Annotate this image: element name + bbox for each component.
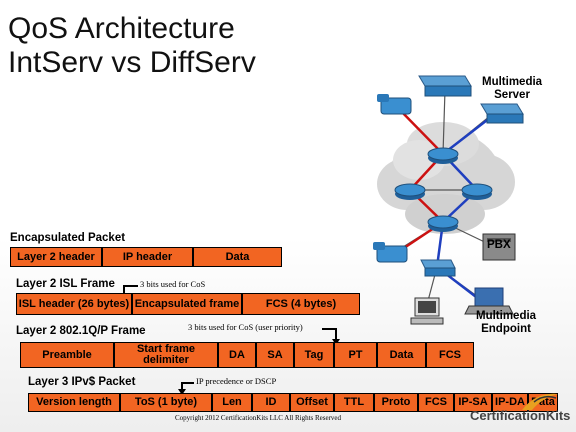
field-version-length: Version length [28, 393, 120, 412]
isl-cos-note: 3 bits used for CoS [140, 279, 206, 289]
copyright-text: Copyright 2012 CertificationKits LLC All… [175, 414, 342, 422]
field-ipv4-data: Data [528, 393, 558, 412]
certificationkits-logo-text: CertificationKits [470, 408, 571, 423]
field-offset: Offset [290, 393, 334, 412]
title-line-1: QoS Architecture [8, 12, 235, 45]
ip-phone-icon-top [377, 94, 412, 115]
dot1q-frame-label: Layer 2 802.1Q/P Frame [16, 325, 146, 337]
field-pt: PT [334, 342, 377, 368]
router-icon-right [461, 183, 493, 200]
encapsulated-packet-label: Encapsulated Packet [10, 232, 126, 244]
field-ip-sa: IP-SA [454, 393, 492, 412]
isl-frame-row: ISL header (26 bytes) Encapsulated frame… [16, 293, 360, 315]
field-ipv4-fcs: FCS [418, 393, 454, 412]
isl-frame-label: Layer 2 ISL Frame [16, 278, 115, 290]
field-layer2-header: Layer 2 header [10, 247, 102, 267]
multimedia-endpoint-label: Multimedia Endpoint [476, 310, 536, 336]
ipv4-packet-label: Layer 3 IPv$ Packet [28, 376, 136, 388]
field-ttl: TTL [334, 393, 374, 412]
ip-phone-icon-bottom [373, 242, 408, 263]
field-id: ID [252, 393, 290, 412]
access-switch-icon [420, 259, 456, 277]
field-proto: Proto [374, 393, 418, 412]
field-encapsulated-frame: Encapsulated frame [132, 293, 242, 315]
field-preamble: Preamble [20, 342, 114, 368]
multimedia-endpoint-label-text: Multimedia Endpoint [476, 310, 537, 335]
field-dot1q-data: Data [377, 342, 426, 368]
multimedia-server-label: Multimedia Server [482, 76, 542, 102]
slide-title: QoS Architecture IntServ vs DiffServ [8, 12, 256, 80]
field-len: Len [212, 393, 252, 412]
ipv4-note-connector [182, 382, 194, 384]
field-tag: Tag [294, 342, 334, 368]
ipv4-dscp-note: IP precedence or DSCP [196, 376, 277, 386]
dot1q-note-connector [322, 328, 336, 330]
field-dot1q-fcs: FCS [426, 342, 474, 368]
network-diagram [373, 75, 524, 325]
title-line-2: IntServ vs DiffServ [8, 46, 256, 79]
field-da: DA [218, 342, 256, 368]
multimedia-server-label-text: Multimedia Server [482, 76, 543, 101]
isl-note-arrow-stem [123, 285, 125, 295]
encapsulated-packet-row: Layer 2 header IP header Data [10, 247, 282, 267]
dot1q-note-arrow-stem [335, 328, 337, 340]
field-tos: ToS (1 byte) [120, 393, 212, 412]
isl-note-connector [124, 285, 138, 287]
pc-icon [410, 297, 444, 325]
field-start-frame-delimiter: Start frame delimiter [114, 342, 218, 368]
field-ip-da: IP-DA [492, 393, 528, 412]
router-icon-top [427, 147, 459, 164]
field-isl-fcs: FCS (4 bytes) [242, 293, 360, 315]
laptop-icon [464, 287, 514, 315]
field-data: Data [193, 247, 282, 267]
field-isl-header: ISL header (26 bytes) [16, 293, 132, 315]
router-icon-left [394, 183, 426, 200]
router-icon-bottom [427, 215, 459, 232]
pbx-label: PBX [487, 239, 511, 251]
core-switch-icon [418, 75, 472, 97]
server-switch-icon [480, 103, 524, 124]
pbx-icon [482, 233, 516, 261]
field-ip-header: IP header [102, 247, 193, 267]
certificationkits-logo-icon [522, 393, 558, 410]
ipv4-note-arrow-stem [181, 382, 183, 390]
field-sa: SA [256, 342, 294, 368]
ipv4-packet-row: Version length ToS (1 byte) Len ID Offse… [28, 393, 558, 412]
dot1q-cos-note: 3 bits used for CoS (user priority) [188, 322, 303, 332]
ipv4-note-arrow-head [178, 389, 186, 395]
dot1q-frame-row: Preamble Start frame delimiter DA SA Tag… [20, 342, 474, 368]
